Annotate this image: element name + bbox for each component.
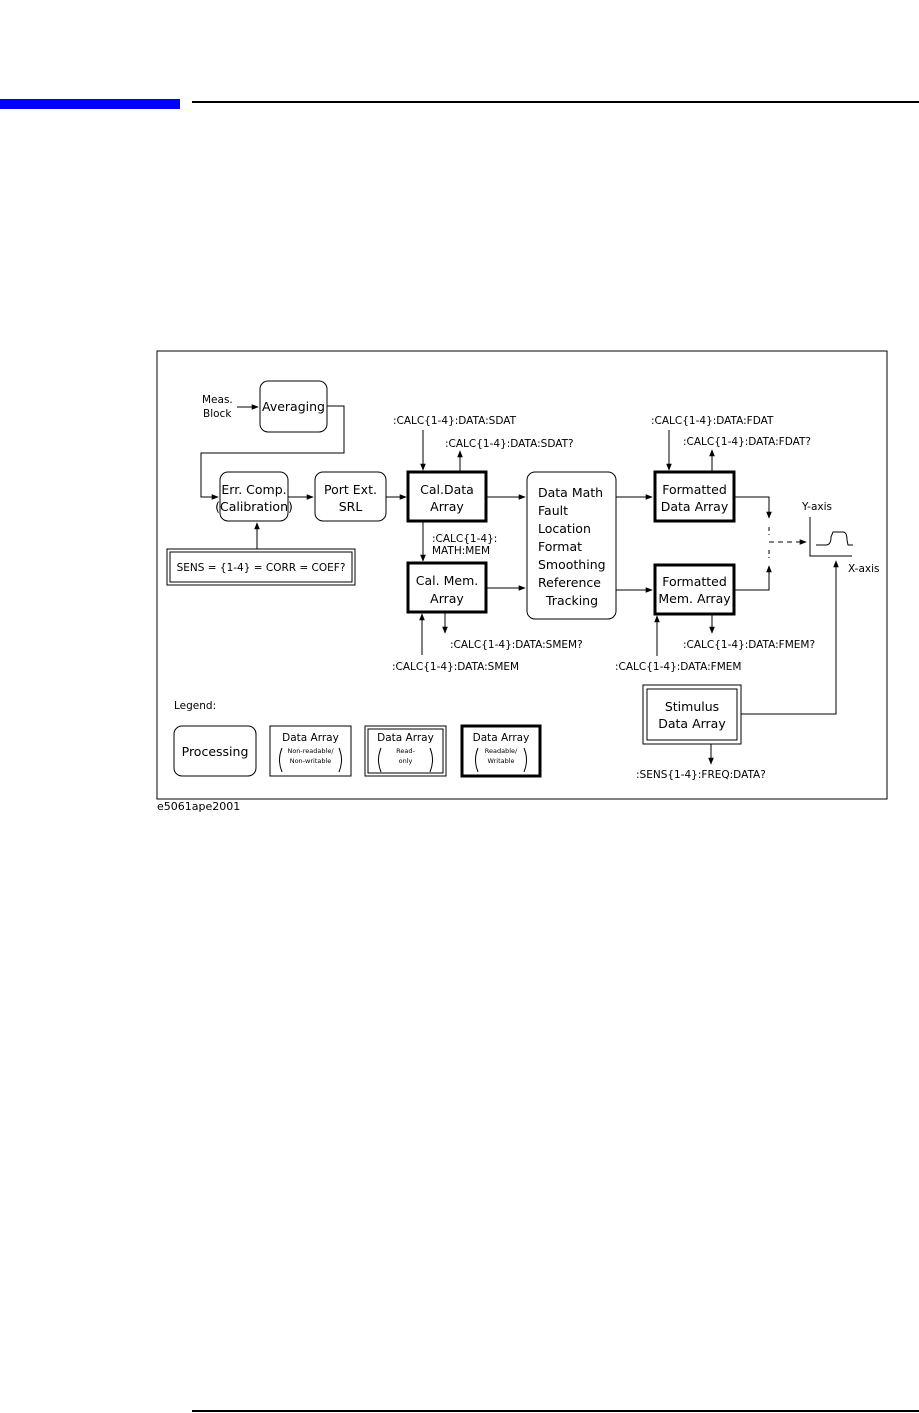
legend-non-rw-paren-left [279,747,283,773]
cmd-math-mem-2: MATH:MEM [432,545,490,557]
legend-processing-label: Processing [182,744,249,759]
header-rule [192,101,919,103]
arrow-fdata-to-display [734,496,772,519]
display-trace [816,531,853,546]
legend-read-only-sub-2: only [399,757,413,765]
averaging-label: Averaging [262,399,325,414]
formatted-mem-array-box [653,563,736,616]
processing-item-fault: Fault [538,503,568,518]
processing-item-reference: Reference [538,575,601,590]
processing-item-tracking: Tracking [545,593,598,608]
legend-read-write-paren-right [523,747,527,773]
stimulus-label-2: Data Array [658,716,726,731]
stimulus-box-inner [646,688,738,741]
cal-data-label-1: Cal.Data [420,482,474,497]
arrow-fmem-to-display [734,565,772,591]
legend-read-only-sub-1: Read- [396,747,415,755]
legend-non-rw-label: Data Array [282,732,339,744]
stimulus-label-1: Stimulus [665,699,719,714]
legend-non-rw-sub-2: Non-writable [290,757,332,765]
fmem-label-1: Formatted [662,574,727,589]
display-axes [809,517,852,557]
data-flow-diagram: Meas. Block Averaging Err. Comp. (Calibr… [156,350,888,800]
cmd-fdat-query: :CALC{1-4}:DATA:FDAT? [683,436,811,448]
legend-read-write-box [460,724,542,778]
cmd-fdat-write: :CALC{1-4}:DATA:FDAT [651,415,774,427]
cmd-fmem-query: :CALC{1-4}:DATA:FMEM? [683,639,815,651]
stimulus-box-outer [642,684,742,745]
cmd-smem-query: :CALC{1-4}:DATA:SMEM? [450,639,583,651]
err-comp-label-1: Err. Comp. [221,482,286,497]
cmd-sdat-write: :CALC{1-4}:DATA:SDAT [393,415,517,427]
legend-read-only-paren-left [378,747,382,773]
header-accent-bar [0,99,180,109]
legend-read-only-paren-right [429,747,433,773]
processing-box [526,471,617,620]
legend-read-only-box-inner [367,728,444,774]
arrow-averaging-to-err-comp [200,405,345,500]
sens-corr-label: SENS = {1-4} = CORR = COEF? [177,562,346,574]
cmd-fmem-write: :CALC{1-4}:DATA:FMEM [615,661,741,673]
legend-title: Legend: [174,700,216,712]
cmd-sdat-query: :CALC{1-4}:DATA:SDAT? [445,438,574,450]
sens-corr-box-inner [169,551,353,583]
fmem-label-2: Mem. Array [658,591,731,606]
legend-read-write-sub-2: Writable [487,757,514,765]
arrow-stimulus-to-x-axis [741,560,839,715]
figure-id: e5061ape2001 [157,800,241,813]
legend-non-rw-sub-1: Non-readable/ [287,747,334,755]
meas-block-label-1: Meas. [202,394,233,406]
legend-read-write-paren-left [475,747,479,773]
fdata-label-1: Formatted [662,482,727,497]
legend-non-rw-box [269,725,352,777]
footer-rule [192,1410,919,1412]
processing-item-smoothing: Smoothing [538,557,606,572]
legend-read-only-label: Data Array [377,732,434,744]
x-axis-label: X-axis [848,563,880,575]
port-ext-label-1: Port Ext. [324,482,377,497]
sens-corr-box-outer [166,548,356,586]
legend-read-write-sub-1: Readable/ [485,747,518,755]
processing-item-location: Location [538,521,591,536]
y-axis-label: Y-axis [801,501,832,513]
cal-mem-label-1: Cal. Mem. [416,573,478,588]
cmd-smem-write: :CALC{1-4}:DATA:SMEM [392,661,519,673]
legend-read-only-box-outer [364,725,447,777]
cal-mem-label-2: Array [430,591,464,606]
port-ext-label-2: SRL [339,499,363,514]
processing-item-format: Format [538,539,582,554]
cal-data-label-2: Array [430,499,464,514]
processing-item-data-math: Data Math [538,485,603,500]
legend-non-rw-paren-right [338,747,342,773]
cmd-freq-query: :SENS{1-4}:FREQ:DATA? [636,769,766,781]
meas-block-label-2: Block [203,408,232,420]
diagram-frame [156,350,888,800]
legend-read-write-label: Data Array [473,732,530,744]
legend-processing-box [173,725,257,777]
cmd-math-mem-1: :CALC{1-4}: [432,533,497,545]
processing-list: Data Math Fault Location Format Smoothin… [538,485,606,608]
err-comp-label-2: (Calibration) [215,499,293,514]
fdata-label-2: Data Array [661,499,729,514]
